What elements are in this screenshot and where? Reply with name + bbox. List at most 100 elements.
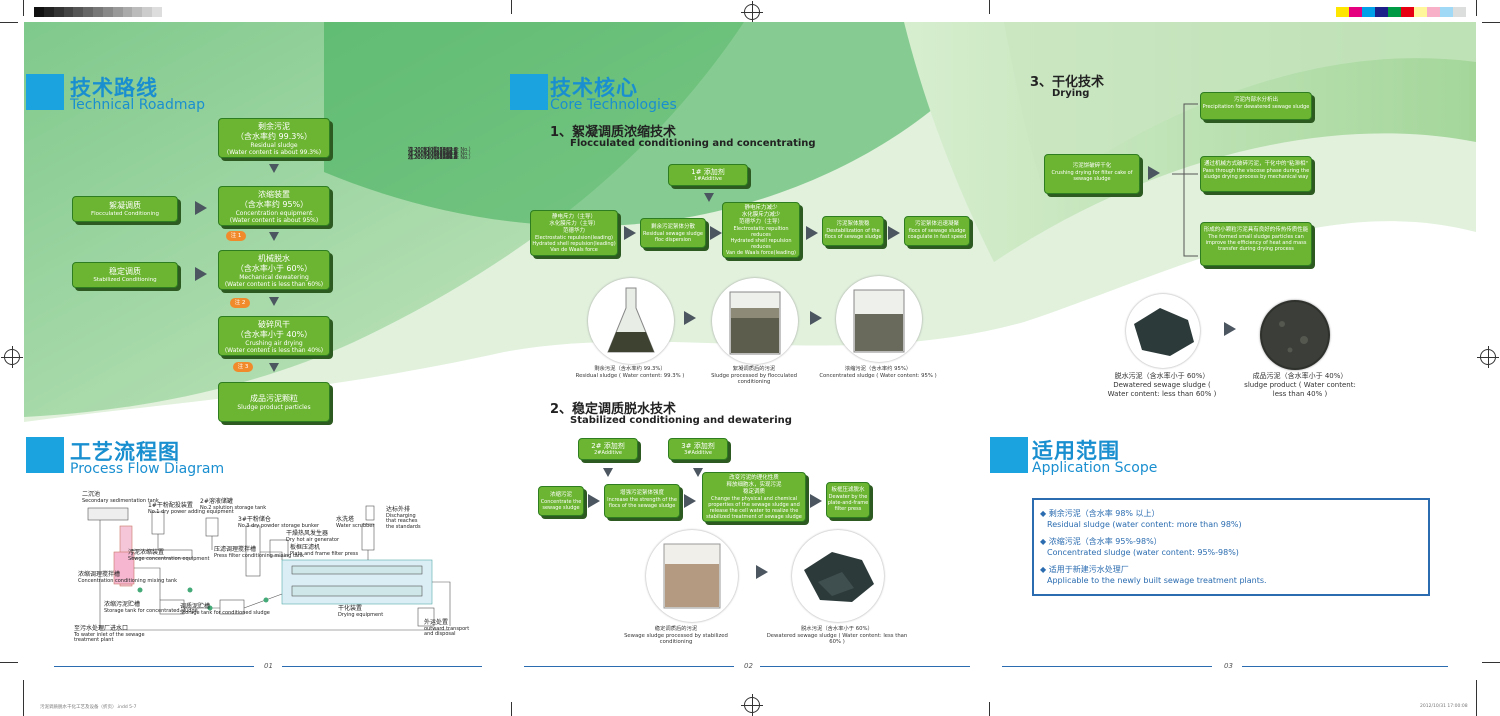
- registration-mark: [1477, 346, 1499, 368]
- patent-number: ZL200720051377.5: [408, 151, 458, 157]
- right-arrow: [810, 311, 822, 325]
- page-rule: [54, 666, 254, 667]
- caption: 剩余污泥（含水率约 99.3%）Residual sludge ( Water …: [575, 366, 685, 379]
- roadmap-title-cn: 技术路线: [70, 76, 158, 100]
- note-badge-2: 注 2: [230, 298, 250, 308]
- page-number: 03: [1224, 662, 1233, 670]
- scope-box: ◆ 剩余污泥（含水率 98% 以上）Residual sludge (water…: [1032, 498, 1430, 596]
- patent-number: ZL200610049286.8: [408, 151, 458, 157]
- patent-group-title: 注 2：专利号（Patent No.）: [408, 151, 474, 157]
- crop-mark: [0, 22, 18, 23]
- patent-number: ZL200710026411.8: [408, 147, 458, 153]
- fold-mark: [989, 0, 990, 14]
- roadmap-box-crushing-air-drying: 破碎风干（含水率小于 40%） Crushing air drying(Wate…: [218, 316, 330, 356]
- drying-title-cn: 3、干化技术: [1030, 75, 1105, 90]
- right-arrow: [1148, 166, 1160, 180]
- crop-mark: [23, 680, 24, 716]
- core-s2-title-cn: 2、稳定调质脱水技术: [550, 402, 677, 417]
- note-badge-3: 注 3: [233, 362, 253, 372]
- core-s2-title-en: Stabilized conditioning and dewatering: [570, 415, 792, 426]
- drying-branch-2: 通过机械方式破碎污泥，干化中的"粘滞相"Pass through the vis…: [1200, 156, 1312, 192]
- note-badge-1: 注 1: [226, 231, 246, 241]
- core-title-en: Core Technologies: [550, 97, 677, 113]
- registration-mark: [741, 1, 763, 23]
- process-flow-diagram: [87, 505, 451, 631]
- page-rule: [1002, 666, 1212, 667]
- down-arrow: [269, 164, 279, 173]
- print-timestamp: 2012/10/31 17:00:08: [1420, 704, 1468, 709]
- section-marker: [26, 74, 64, 110]
- roadmap-box-residual-sludge: 剩余污泥（含水率约 99.3%） Residual sludge(Water c…: [218, 118, 330, 158]
- crop-mark: [1476, 680, 1477, 716]
- down-arrow: [704, 193, 714, 202]
- scope-item: ◆ 浓缩污泥（含水率 95%-98%）Concentrated sludge (…: [1040, 537, 1239, 557]
- scope-title-cn: 适用范围: [1032, 439, 1120, 463]
- patent-number: ZL200610123552.7: [408, 151, 458, 157]
- patent-number: ZL200720051377.5: [408, 147, 458, 153]
- file-slug: 污泥调质脱水干化工艺及设备（折页）.indd 5-7: [40, 705, 137, 710]
- photo-residual-sludge: [588, 278, 674, 364]
- right-arrow: [710, 226, 722, 240]
- down-arrow: [269, 232, 279, 241]
- page-rule: [524, 666, 734, 667]
- patent-number: ZL200710026411.8: [408, 151, 458, 157]
- patent-number: ZL200720051264.5: [408, 155, 458, 161]
- crop-mark: [23, 0, 24, 16]
- flow1-box-3: 静电斥力减少 水化膜斥力减少 范德华力（主导）Electrostatic rep…: [722, 202, 800, 258]
- patent-number: ZL200720050289.3: [408, 155, 458, 161]
- patent-number: ZL200810025603.1: [408, 151, 458, 157]
- core-title-cn: 技术核心: [550, 76, 638, 100]
- patent-number: ZL200610123552.7: [408, 147, 458, 153]
- caption: 浓缩污泥（含水率约 95%）Concentrated sludge ( Wate…: [819, 366, 937, 379]
- crop-mark: [1482, 662, 1500, 663]
- patent-number: ZL200710026412.2: [408, 151, 458, 157]
- right-arrow: [588, 494, 600, 508]
- section-marker: [26, 437, 64, 473]
- photo-stabilized-sludge: [646, 530, 738, 622]
- process-title-en: Process Flow Diagram: [70, 461, 225, 477]
- page-rule: [282, 666, 482, 667]
- roadmap-title-en: Technical Roadmap: [70, 97, 205, 113]
- patent-number: ZL200720050566.0: [408, 155, 458, 161]
- crop-mark: [1482, 22, 1500, 23]
- page-rule: [1242, 666, 1448, 667]
- core-s1-title-en: Flocculated conditioning and concentrati…: [570, 138, 816, 149]
- right-arrow: [684, 494, 696, 508]
- right-arrow: [195, 201, 207, 215]
- photo-concentrated-sludge: [836, 276, 922, 362]
- photo-dewatered-sludge-drying: [1126, 294, 1200, 368]
- color-bar: [1336, 7, 1466, 17]
- patent-number: ZL200710026412.2: [408, 147, 458, 153]
- roadmap-box-concentration: 浓缩装置（含水率约 95%） Concentration equipment(W…: [218, 186, 330, 226]
- roadmap-box-sludge-product: 成品污泥颗粒 Sludge product particles: [218, 382, 330, 422]
- right-arrow: [756, 565, 768, 579]
- crop-mark: [1476, 0, 1477, 16]
- branch-bracket: [1172, 103, 1198, 257]
- right-arrow: [1224, 322, 1236, 336]
- patent-number: ZL200720048197.1: [408, 155, 458, 161]
- patent-number: ZL200720052559.4: [408, 151, 458, 157]
